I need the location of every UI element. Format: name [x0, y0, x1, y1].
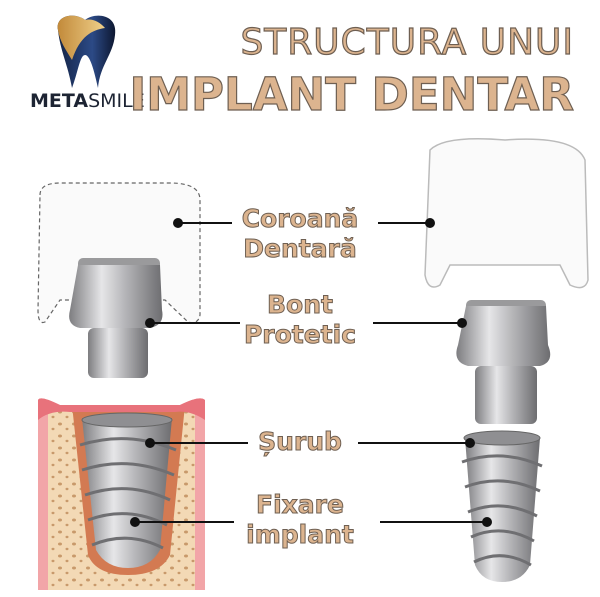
label-fixture: Fixare implant — [220, 490, 380, 550]
connector-dots — [130, 218, 492, 527]
right-crown — [424, 138, 589, 289]
label-fixture-line1: Fixare — [256, 490, 345, 520]
connector-lines — [135, 222, 487, 523]
label-abutment-line1: Bont — [267, 290, 334, 320]
right-screw — [461, 430, 543, 582]
label-crown-line1: Coroană — [241, 204, 359, 234]
label-crown: Coroană Dentară — [220, 204, 380, 264]
title-line-2: IMPLANT DENTAR — [129, 67, 575, 121]
left-abutment — [69, 258, 163, 378]
logo-tooth-icon — [57, 15, 116, 88]
label-screw: Șurub — [258, 427, 343, 457]
label-crown-line2: Dentară — [243, 234, 358, 264]
logo-bold: META — [30, 90, 89, 112]
label-abutment-line2: Protetic — [243, 320, 357, 350]
right-abutment — [456, 300, 551, 424]
label-abutment: Bont Protetic — [220, 290, 380, 350]
label-fixture-line2: implant — [246, 520, 355, 550]
left-screw — [79, 412, 177, 568]
title-line-1: STRUCTURA UNUI — [240, 21, 574, 63]
logo-light: SMILE — [88, 90, 145, 112]
logo-wordmark: METASMILE — [30, 90, 145, 112]
